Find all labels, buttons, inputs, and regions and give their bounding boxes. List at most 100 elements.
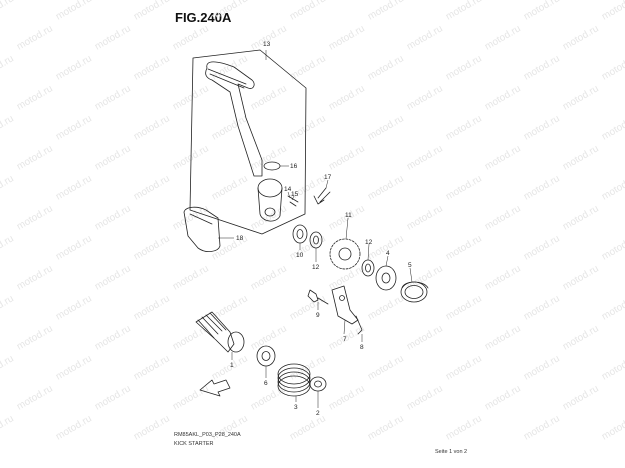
watermark-text: motod.ru	[522, 0, 562, 23]
callout-7: 7	[343, 336, 347, 343]
watermark-text: motod.ru	[561, 23, 601, 52]
watermark-text: motod.ru	[249, 23, 289, 52]
watermark-text: motod.ru	[600, 113, 625, 142]
oil-seal	[292, 224, 308, 244]
watermark-text: motod.ru	[366, 353, 406, 382]
lever-boss	[257, 178, 283, 198]
watermark-text: motod.ru	[522, 293, 562, 322]
leader-15	[291, 195, 295, 201]
callout-15: 15	[291, 191, 299, 198]
watermark-text: motod.ru	[327, 263, 367, 292]
watermark-text: motod.ru	[0, 233, 16, 262]
watermark-text: motod.ru	[54, 53, 94, 82]
ratchet-gear-hub	[338, 247, 352, 261]
callout-3: 3	[294, 404, 298, 411]
watermark-text: motod.ru	[0, 113, 16, 142]
callout-9: 9	[316, 312, 320, 319]
watermark-text: motod.ru	[483, 383, 523, 412]
watermark-text: motod.ru	[522, 413, 562, 442]
lever-assembly-frame	[189, 49, 307, 235]
watermark-text: motod.ru	[15, 23, 55, 52]
page-number: Seite 1 von 2	[435, 449, 468, 455]
watermark-text: motod.ru	[210, 233, 250, 262]
watermark-text: motod.ru	[600, 173, 625, 202]
watermark-text: motod.ru	[15, 203, 55, 232]
gear-4-inner	[381, 272, 391, 284]
watermark-text: motod.ru	[444, 53, 484, 82]
watermark-text: motod.ru	[210, 173, 250, 202]
front-arrow	[199, 379, 231, 397]
watermark-text: motod.ru	[600, 293, 625, 322]
watermark-text: motod.ru	[600, 53, 625, 82]
watermark-text: motod.ru	[288, 113, 328, 142]
spring-guide-inner	[314, 380, 322, 388]
watermark-text: motod.ru	[15, 383, 55, 412]
watermark-text: motod.ru	[54, 293, 94, 322]
watermark-text: motod.ru	[288, 413, 328, 442]
watermark-text: motod.ru	[444, 413, 484, 442]
ratchet-gear	[329, 238, 361, 270]
leader-7	[343, 319, 346, 335]
watermark-text: motod.ru	[15, 83, 55, 112]
watermark-text: motod.ru	[366, 293, 406, 322]
watermark-text: motod.ru	[444, 0, 484, 23]
callout-11: 11	[345, 212, 352, 219]
watermark-text: motod.ru	[132, 293, 172, 322]
watermark-text: motod.ru	[132, 353, 172, 382]
watermark-text: motod.ru	[444, 293, 484, 322]
watermark-text: motod.ru	[405, 23, 445, 52]
watermark-text: motod.ru	[132, 0, 172, 23]
watermark-text: motod.ru	[366, 173, 406, 202]
watermark-text: motod.ru	[0, 53, 16, 82]
watermark-text: motod.ru	[210, 53, 250, 82]
watermark-text: motod.ru	[132, 113, 172, 142]
watermark-text: motod.ru	[93, 143, 133, 172]
watermark-text: motod.ru	[366, 233, 406, 262]
watermark-text: motod.ru	[522, 353, 562, 382]
watermark-text: motod.ru	[561, 383, 601, 412]
watermark-text: motod.ru	[15, 263, 55, 292]
watermark-text: motod.ru	[54, 233, 94, 262]
watermark-text: motod.ru	[249, 383, 289, 412]
watermark-text: motod.ru	[171, 263, 211, 292]
lever-spring	[263, 161, 281, 171]
watermark-text: motod.ru	[366, 113, 406, 142]
watermark-text: motod.ru	[366, 0, 406, 23]
spring-5-inner	[404, 285, 424, 299]
oil-seal-inner	[296, 229, 304, 239]
watermark-text: motod.ru	[483, 263, 523, 292]
watermark-text: motod.ru	[366, 413, 406, 442]
watermark-text: motod.ru	[522, 53, 562, 82]
callout-8: 8	[360, 344, 364, 351]
rubber-cover	[183, 206, 221, 252]
watermark-text: motod.ru	[561, 83, 601, 112]
leader-4	[385, 255, 389, 267]
spring-5-coil	[401, 281, 429, 289]
callout-12a: 12	[312, 264, 320, 271]
watermark-text: motod.ru	[327, 143, 367, 172]
watermark-text: motod.ru	[522, 113, 562, 142]
watermark-text: motod.ru	[483, 323, 523, 352]
watermark-text: motod.ru	[0, 173, 16, 202]
washer-6-inner	[261, 351, 271, 361]
watermark-text: motod.ru	[600, 0, 625, 23]
figure-label: KICK STARTER	[174, 441, 214, 447]
kick-lever-arm	[205, 61, 263, 177]
watermark-text: motod.ru	[93, 83, 133, 112]
watermark-text: motod.ru	[405, 203, 445, 232]
watermark-text: motod.ru	[288, 0, 328, 23]
watermark-text: motod.ru	[327, 383, 367, 412]
leader-11	[345, 217, 349, 240]
callout-16: 16	[290, 163, 298, 170]
watermark-text: motod.ru	[366, 53, 406, 82]
watermark-text: motod.ru	[0, 413, 16, 442]
watermark-text: motod.ru	[483, 203, 523, 232]
watermark-text: motod.ru	[483, 83, 523, 112]
watermark-text: motod.ru	[93, 323, 133, 352]
callout-18: 18	[236, 235, 244, 242]
leader-17	[325, 179, 329, 189]
watermark-text: motod.ru	[444, 173, 484, 202]
watermark-text: motod.ru	[249, 143, 289, 172]
watermark-text: motod.ru	[210, 113, 250, 142]
